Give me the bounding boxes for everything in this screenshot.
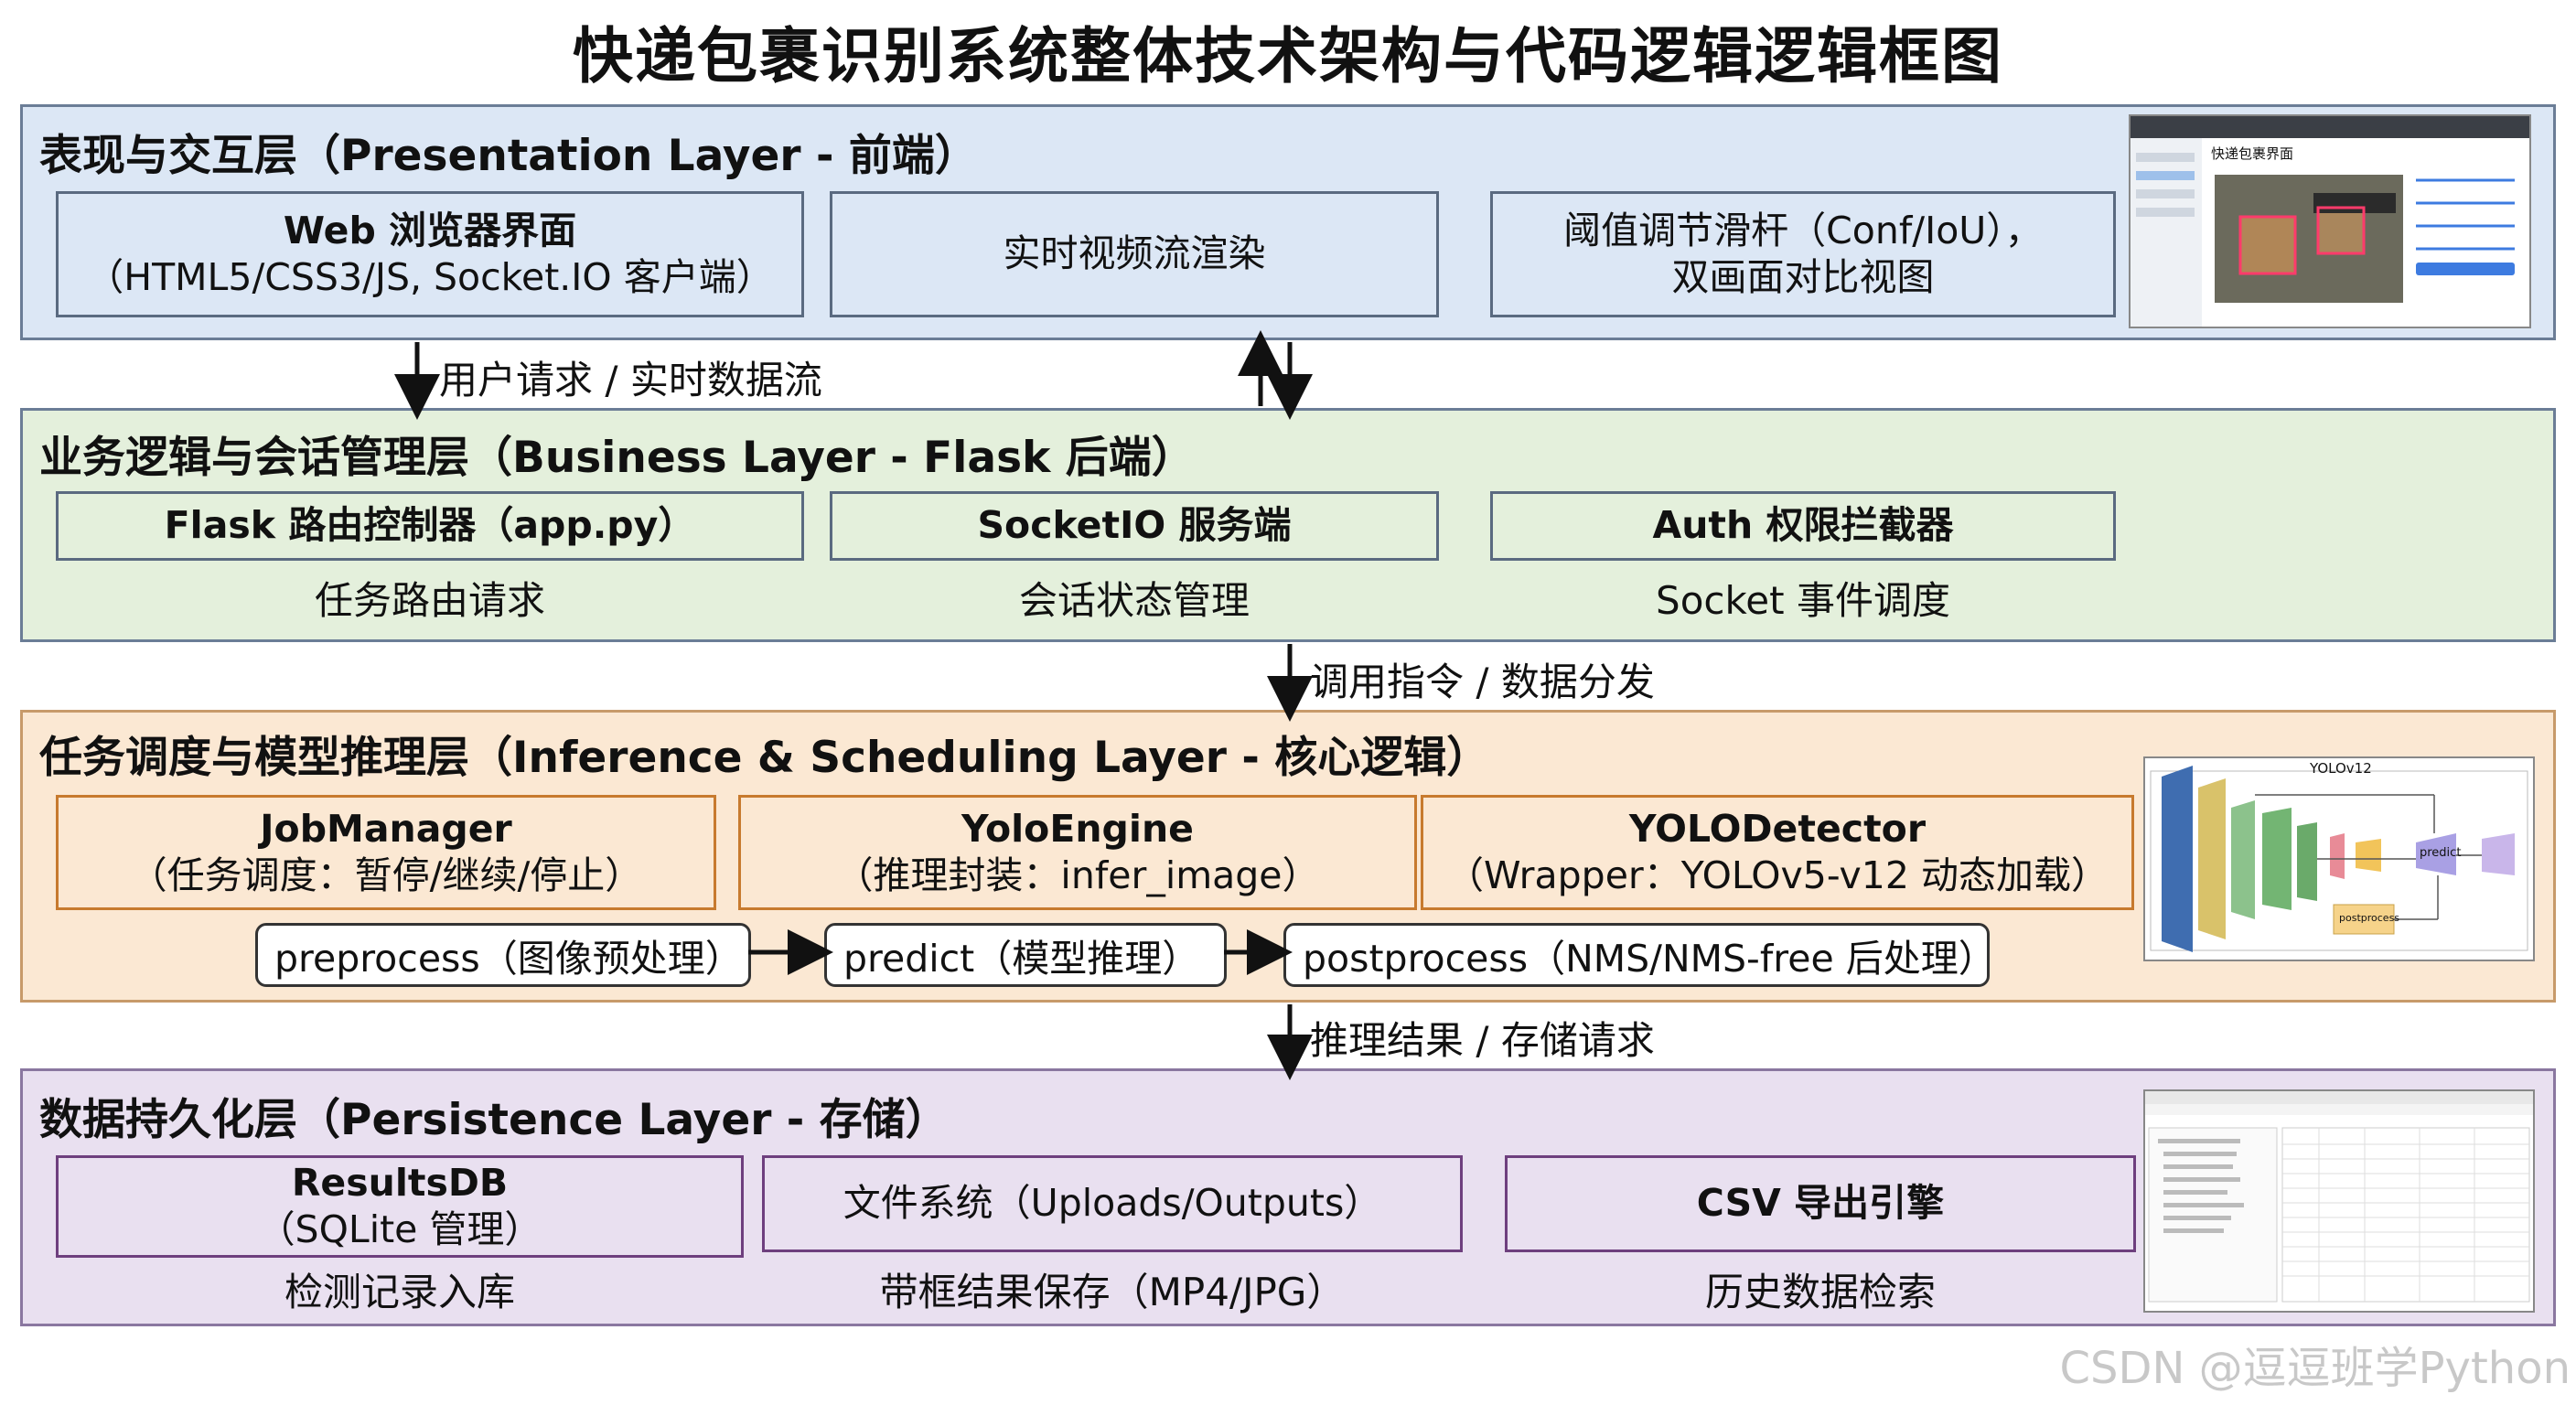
- filesystem-caption: 带框结果保存（MP4/JPG）: [879, 1270, 1346, 1314]
- predict-step: predict（模型推理）: [824, 923, 1227, 987]
- yoloengine-title: YoloEngine: [961, 806, 1194, 851]
- jobmanager-box: JobManager （任务调度：暂停/继续/停止）: [56, 795, 716, 910]
- result-arrow-label: 推理结果 / 存储请求: [1310, 1018, 1655, 1063]
- postprocess-step: postprocess（NMS/NMS-free 后处理）: [1283, 923, 1996, 987]
- request-arrow-label: 用户请求 / 实时数据流: [439, 358, 822, 402]
- yoloengine-box: YoloEngine （推理封装：infer_image）: [738, 795, 1417, 910]
- yolodetector-title: YOLODetector: [1628, 806, 1927, 851]
- yolov12-thumb-postprocess: postprocess: [2339, 912, 2400, 924]
- jobmanager-detail: （任务调度：暂停/继续/停止）: [129, 853, 643, 897]
- sqlite-browser-graphic: [2145, 1091, 2533, 1303]
- preprocess-step: preprocess（图像预处理）: [255, 923, 751, 987]
- jobmanager-title: JobManager: [260, 806, 512, 851]
- web-browser-title: Web 浏览器界面: [283, 208, 577, 252]
- yolov12-architecture-graphic: [2150, 766, 2528, 952]
- flask-router-box: Flask 路由控制器（app.py）: [56, 491, 804, 561]
- csv-export-label: CSV 导出引擎: [1696, 1181, 1945, 1226]
- resultsdb-detail: （SQLite 管理）: [257, 1207, 542, 1251]
- presentation-layer-title: 表现与交互层（Presentation Layer - 前端）: [39, 131, 978, 181]
- persistence-layer-title: 数据持久化层（Persistence Layer - 存储）: [39, 1095, 949, 1145]
- yolov12-thumb-title: YOLOv12: [2310, 760, 2372, 777]
- flask-router-caption: 任务路由请求: [314, 578, 545, 623]
- ui-screenshot-thumbnail: 快递包裹界面: [2129, 114, 2531, 328]
- resultsdb-box: ResultsDB （SQLite 管理）: [56, 1155, 744, 1258]
- ui-screenshot-graphic: [2131, 116, 2529, 327]
- web-browser-detail: （HTML5/CSS3/JS, Socket.IO 客户端）: [86, 255, 774, 299]
- resultsdb-caption: 检测记录入库: [284, 1270, 515, 1314]
- yolov12-thumb-predict: predict: [2420, 846, 2462, 860]
- threshold-slider-line2: 双画面对比视图: [1671, 255, 1935, 299]
- business-layer: 业务逻辑与会话管理层（Business Layer - Flask 后端） Fl…: [20, 408, 2556, 642]
- video-stream-box: 实时视频流渲染: [830, 191, 1439, 317]
- threshold-slider-box: 阈值调节滑杆（Conf/IoU）， 双画面对比视图: [1490, 191, 2116, 317]
- presentation-layer: 表现与交互层（Presentation Layer - 前端） Web 浏览器界…: [20, 104, 2556, 340]
- yoloengine-detail: （推理封装：infer_image）: [835, 853, 1320, 897]
- page-title: 快递包裹识别系统整体技术架构与代码逻辑逻辑框图: [573, 21, 2003, 91]
- sqlite-browser-thumbnail: [2143, 1089, 2535, 1313]
- yolov12-architecture-thumbnail: YOLOv12 predict postprocess: [2143, 756, 2535, 961]
- persistence-layer: 数据持久化层（Persistence Layer - 存储） ResultsDB…: [20, 1068, 2556, 1326]
- ui-thumbnail-heading: 快递包裹界面: [2211, 145, 2294, 162]
- resultsdb-title: ResultsDB: [291, 1160, 509, 1205]
- csdn-watermark: CSDN @逗逗班学Python: [2059, 1343, 2571, 1394]
- auth-interceptor-label: Auth 权限拦截器: [1652, 503, 1954, 548]
- socketio-server-caption: 会话状态管理: [1018, 578, 1250, 623]
- filesystem-box: 文件系统（Uploads/Outputs）: [762, 1155, 1463, 1252]
- yolodetector-detail: （Wrapper：YOLOv5-v12 动态加载）: [1445, 853, 2109, 897]
- call-arrow-label: 调用指令 / 数据分发: [1310, 660, 1655, 704]
- inference-layer-title: 任务调度与模型推理层（Inference & Scheduling Layer …: [39, 733, 1490, 783]
- video-stream-label: 实时视频流渲染: [1003, 231, 1266, 276]
- threshold-slider-line1: 阈值调节滑杆（Conf/IoU），: [1563, 208, 2043, 252]
- socketio-server-label: SocketIO 服务端: [977, 503, 1292, 548]
- filesystem-label: 文件系统（Uploads/Outputs）: [843, 1181, 1382, 1226]
- web-browser-box: Web 浏览器界面 （HTML5/CSS3/JS, Socket.IO 客户端）: [56, 191, 804, 317]
- auth-interceptor-caption: Socket 事件调度: [1656, 578, 1950, 623]
- csv-export-caption: 历史数据检索: [1704, 1270, 1936, 1314]
- yolodetector-box: YOLODetector （Wrapper：YOLOv5-v12 动态加载）: [1421, 795, 2134, 910]
- socketio-server-box: SocketIO 服务端: [830, 491, 1439, 561]
- flask-router-label: Flask 路由控制器（app.py）: [164, 503, 696, 548]
- auth-interceptor-box: Auth 权限拦截器: [1490, 491, 2116, 561]
- business-layer-title: 业务逻辑与会话管理层（Business Layer - Flask 后端）: [39, 433, 1195, 483]
- csv-export-box: CSV 导出引擎: [1505, 1155, 2136, 1252]
